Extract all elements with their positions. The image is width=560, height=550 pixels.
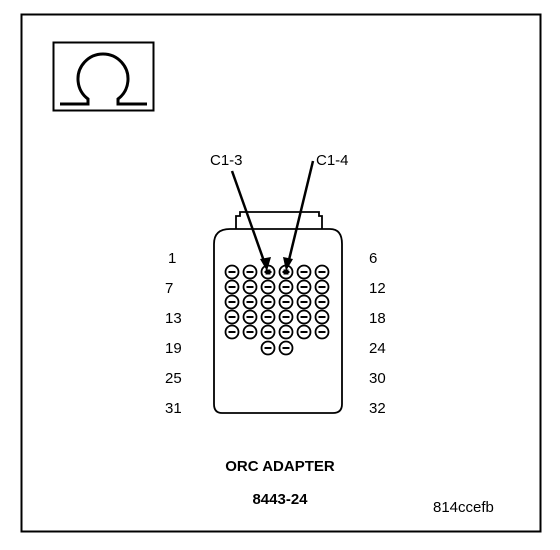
- pin-29: [296, 324, 312, 340]
- pin-grid: [224, 264, 330, 356]
- arrowhead-c1-4: [283, 257, 293, 271]
- pin-label-left-3: 13: [165, 310, 182, 327]
- pin-label-left-5: 25: [165, 370, 182, 387]
- pin-13: [224, 294, 240, 310]
- caption-title: ORC ADAPTER: [225, 458, 335, 475]
- pin-23: [296, 309, 312, 325]
- pin-label-left-1: 1: [168, 250, 176, 267]
- pin-label-left-4: 19: [165, 340, 182, 357]
- leader-line-c1-3: [230, 170, 267, 265]
- pin-8: [242, 279, 258, 295]
- pin-label-right-2: 12: [369, 280, 386, 297]
- pin-1: [224, 264, 240, 280]
- pin-14: [242, 294, 258, 310]
- pin-5: [296, 264, 312, 280]
- pin-label-right-1: 6: [369, 250, 377, 267]
- pin-28: [278, 324, 294, 340]
- arrowhead-c1-3: [260, 257, 271, 271]
- pin-15: [260, 294, 276, 310]
- pin-label-right-3: 18: [369, 310, 386, 327]
- leader-arrows: [230, 160, 315, 271]
- pin-label-left-6: 31: [165, 400, 182, 417]
- pin-6: [314, 264, 330, 280]
- leader-line-c1-4: [286, 160, 315, 265]
- connector-body: [213, 211, 343, 414]
- pin-26: [242, 324, 258, 340]
- pin-19: [224, 309, 240, 325]
- pin-27: [260, 324, 276, 340]
- pin-22: [278, 309, 294, 325]
- pin-21: [260, 309, 276, 325]
- ohm-icon: [52, 41, 155, 112]
- pin-3: [260, 264, 276, 280]
- pin-20: [242, 309, 258, 325]
- pin-31: [260, 340, 276, 356]
- pin-label-right-4: 24: [369, 340, 386, 357]
- pin-label-right-5: 30: [369, 370, 386, 387]
- pin-18: [314, 294, 330, 310]
- pin-32: [278, 340, 294, 356]
- pin-11: [296, 279, 312, 295]
- pin-24: [314, 309, 330, 325]
- pin-12: [314, 279, 330, 295]
- caption-part-number: 8443-24: [252, 491, 308, 508]
- pin-9: [260, 279, 276, 295]
- pin-7: [224, 279, 240, 295]
- pin-25: [224, 324, 240, 340]
- figure-id: 814ccefb: [433, 499, 494, 516]
- pin-2: [242, 264, 258, 280]
- pin-30: [314, 324, 330, 340]
- pin-16: [278, 294, 294, 310]
- pin-label-right-6: 32: [369, 400, 386, 417]
- callout-c1-4: C1-4: [316, 152, 349, 169]
- callout-c1-3: C1-3: [210, 152, 243, 169]
- pin-17: [296, 294, 312, 310]
- diagram-frame: [20, 13, 542, 533]
- pin-10: [278, 279, 294, 295]
- pin-label-left-2: 7: [165, 280, 173, 297]
